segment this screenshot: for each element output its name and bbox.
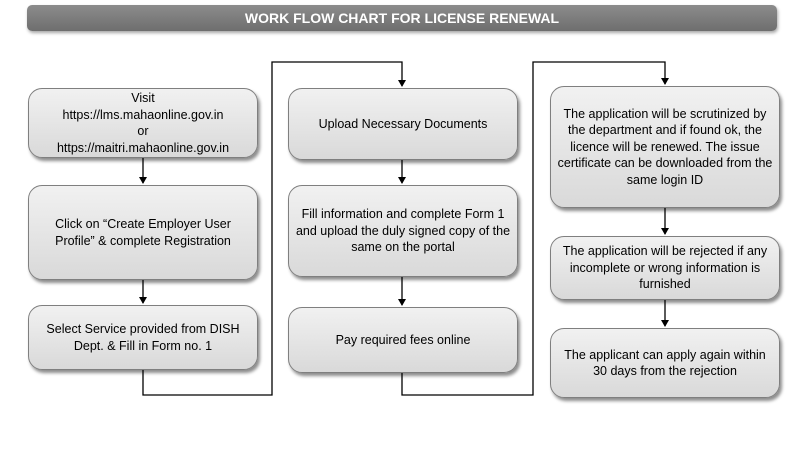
step-apply-again: The applicant can apply again within 30 …: [550, 328, 780, 398]
step-upload-documents-text: Upload Necessary Documents: [318, 116, 488, 131]
step-fill-form: Fill information and complete Form 1 and…: [288, 185, 518, 277]
step-scrutiny-text: The application will be scrutinized by t…: [557, 106, 773, 187]
step-apply-again-text: The applicant can apply again within 30 …: [564, 347, 766, 379]
step-rejected-text: The application will be rejected if any …: [562, 244, 768, 292]
flowchart-title: WORK FLOW CHART FOR LICENSE RENEWAL: [27, 5, 777, 31]
step-upload-documents: Upload Necessary Documents: [288, 88, 518, 160]
step-fill-form-text: Fill information and complete Form 1 and…: [295, 207, 511, 255]
step-visit-portal: Visit https://lms.mahaonline.gov.in or h…: [28, 88, 258, 158]
step-select-service-text: Select Service provided from DISH Dept. …: [46, 322, 240, 353]
step-select-service: Select Service provided from DISH Dept. …: [28, 305, 258, 370]
step-rejected: The application will be rejected if any …: [550, 236, 780, 300]
step-pay-fees: Pay required fees online: [288, 307, 518, 373]
step-create-profile: Click on “Create Employer User Profile” …: [28, 185, 258, 280]
step-scrutiny: The application will be scrutinized by t…: [550, 86, 780, 208]
step-pay-fees-text: Pay required fees online: [335, 332, 471, 347]
arrow-col1-to-col2: [142, 61, 406, 396]
step-create-profile-text: Click on “Create Employer User Profile” …: [55, 217, 231, 248]
step-visit-portal-text: Visit https://lms.mahaonline.gov.in or h…: [56, 91, 230, 155]
arrow-col2-to-col3: [401, 61, 669, 396]
